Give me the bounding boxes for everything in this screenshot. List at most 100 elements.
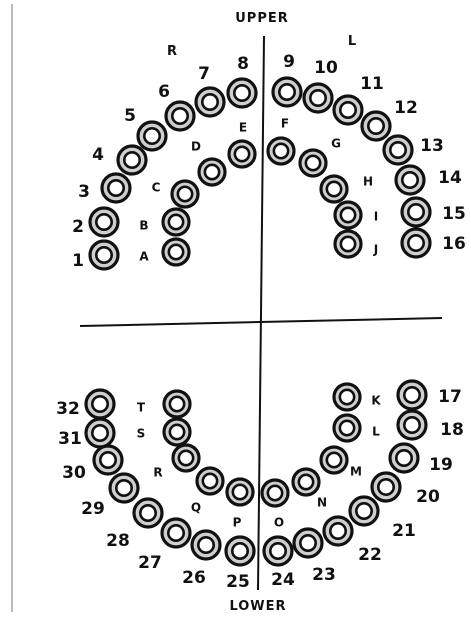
tooth-label-26: 26 — [182, 568, 206, 588]
tooth-26[interactable] — [192, 531, 220, 559]
tooth-27[interactable] — [162, 519, 190, 547]
tooth-inner-ring — [340, 390, 354, 404]
tooth-label-K: K — [371, 394, 381, 408]
tooth-inner-ring — [92, 396, 107, 411]
tooth-B[interactable] — [163, 209, 189, 235]
tooth-P[interactable] — [227, 479, 253, 505]
tooth-label-4: 4 — [92, 145, 104, 165]
tooth-inner-ring — [396, 450, 411, 465]
tooth-inner-ring — [96, 247, 111, 262]
tooth-inner-ring — [300, 535, 315, 550]
tooth-M[interactable] — [321, 447, 347, 473]
tooth-25[interactable] — [226, 537, 254, 565]
tooth-30[interactable] — [94, 446, 122, 474]
tooth-inner-ring — [327, 182, 341, 196]
tooth-F[interactable] — [268, 138, 294, 164]
tooth-19[interactable] — [390, 444, 418, 472]
tooth-label-Q: Q — [191, 501, 201, 515]
tooth-L[interactable] — [334, 415, 360, 441]
tooth-23[interactable] — [294, 529, 322, 557]
tooth-inner-ring — [144, 128, 159, 143]
tooth-5[interactable] — [138, 122, 166, 150]
tooth-label-9: 9 — [283, 52, 295, 72]
tooth-S[interactable] — [164, 419, 190, 445]
tooth-inner-ring — [198, 537, 213, 552]
tooth-11[interactable] — [334, 96, 362, 124]
tooth-inner-ring — [169, 215, 183, 229]
tooth-inner-ring — [172, 108, 187, 123]
tooth-C[interactable] — [172, 181, 198, 207]
tooth-label-T: T — [137, 401, 146, 415]
tooth-label-16: 16 — [442, 234, 466, 254]
tooth-E[interactable] — [229, 141, 255, 167]
tooth-inner-ring — [279, 84, 294, 99]
tooth-inner-ring — [100, 452, 115, 467]
tooth-1[interactable] — [90, 241, 118, 269]
tooth-label-27: 27 — [138, 553, 162, 573]
tooth-3[interactable] — [102, 174, 130, 202]
tooth-6[interactable] — [166, 102, 194, 130]
tooth-label-23: 23 — [312, 565, 336, 585]
tooth-inner-ring — [408, 235, 423, 250]
tooth-K[interactable] — [334, 384, 360, 410]
tooth-21[interactable] — [350, 497, 378, 525]
tooth-14[interactable] — [396, 166, 424, 194]
tooth-inner-ring — [116, 480, 131, 495]
tooth-inner-ring — [408, 204, 423, 219]
tooth-label-20: 20 — [416, 487, 440, 507]
tooth-29[interactable] — [110, 474, 138, 502]
tooth-32[interactable] — [86, 390, 114, 418]
tooth-20[interactable] — [372, 473, 400, 501]
tooth-J[interactable] — [335, 231, 361, 257]
tooth-R[interactable] — [173, 445, 199, 471]
tooth-inner-ring — [306, 156, 320, 170]
tooth-inner-ring — [170, 425, 184, 439]
tooth-label-15: 15 — [442, 204, 466, 224]
tooth-16[interactable] — [402, 229, 430, 257]
tooth-31[interactable] — [86, 419, 114, 447]
tooth-H[interactable] — [321, 176, 347, 202]
tooth-4[interactable] — [118, 146, 146, 174]
upper-title: UPPER — [235, 11, 289, 26]
tooth-N[interactable] — [293, 469, 319, 495]
tooth-inner-ring — [203, 474, 217, 488]
tooth-8[interactable] — [228, 79, 256, 107]
tooth-24[interactable] — [264, 537, 292, 565]
tooth-22[interactable] — [324, 517, 352, 545]
tooth-O[interactable] — [262, 480, 288, 506]
tooth-label-12: 12 — [394, 98, 418, 118]
tooth-label-N: N — [317, 496, 327, 510]
tooth-label-19: 19 — [429, 455, 453, 475]
tooth-label-22: 22 — [358, 545, 382, 565]
tooth-label-3: 3 — [78, 182, 90, 202]
tooth-G[interactable] — [300, 150, 326, 176]
tooth-7[interactable] — [196, 88, 224, 116]
tooth-inner-ring — [92, 425, 107, 440]
tooth-label-17: 17 — [438, 387, 462, 407]
tooth-A[interactable] — [163, 239, 189, 265]
tooth-inner-ring — [330, 523, 345, 538]
tooth-label-18: 18 — [440, 420, 464, 440]
tooth-15[interactable] — [402, 198, 430, 226]
tooth-inner-ring — [96, 214, 111, 229]
tooth-2[interactable] — [90, 208, 118, 236]
tooth-18[interactable] — [398, 411, 426, 439]
tooth-13[interactable] — [384, 136, 412, 164]
tooth-9[interactable] — [273, 78, 301, 106]
tooth-Q[interactable] — [197, 468, 223, 494]
tooth-D[interactable] — [199, 159, 225, 185]
tooth-28[interactable] — [134, 499, 162, 527]
tooth-12[interactable] — [362, 112, 390, 140]
right-side-label: R — [167, 44, 177, 59]
tooth-label-A: A — [139, 250, 149, 264]
tooth-label-O: O — [274, 516, 284, 530]
tooth-label-5: 5 — [124, 106, 136, 126]
tooth-inner-ring — [274, 144, 288, 158]
tooth-10[interactable] — [304, 84, 332, 112]
tooth-17[interactable] — [398, 381, 426, 409]
tooth-T[interactable] — [164, 391, 190, 417]
tooth-inner-ring — [327, 453, 341, 467]
tooth-I[interactable] — [335, 202, 361, 228]
